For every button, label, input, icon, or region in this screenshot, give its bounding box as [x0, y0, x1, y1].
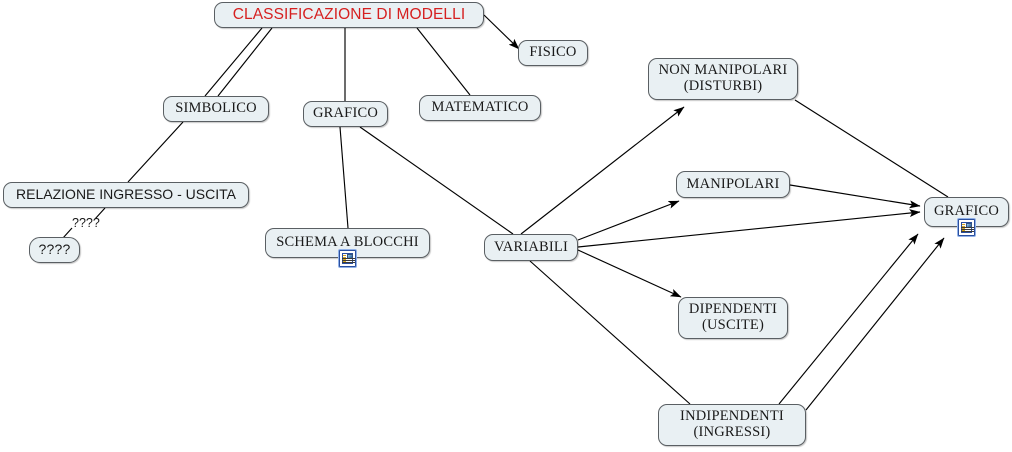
- edge-variabili-indipendenti: [529, 260, 691, 405]
- node-label: INDIPENDENTI: [680, 408, 784, 425]
- edge-variabili-graficoright: [577, 209, 921, 248]
- node-label: ????: [38, 241, 71, 258]
- node-grafico-left[interactable]: GRAFICO: [303, 101, 388, 127]
- node-root[interactable]: CLASSIFICAZIONE DI MODELLI: [214, 2, 484, 28]
- edge-nonmanipolari-graficoright: [794, 99, 949, 198]
- node-label-secondary: (DISTURBI): [683, 78, 763, 94]
- node-fisico[interactable]: FISICO: [518, 40, 588, 66]
- node-non-manipolari[interactable]: NON MANIPOLARI (DISTURBI): [648, 58, 798, 100]
- node-label: MANIPOLARI: [686, 175, 780, 192]
- node-dipendenti[interactable]: DIPENDENTI (USCITE): [678, 297, 788, 339]
- edge-root-simbolico-a: [204, 27, 263, 97]
- node-label: NON MANIPOLARI: [658, 62, 788, 79]
- node-label: VARIABILI: [493, 238, 569, 255]
- edge-root-simbolico-b: [217, 27, 273, 97]
- edge-manipolari-graficoright: [789, 184, 921, 209]
- edge-variabili-manipolari: [577, 200, 680, 241]
- node-label: SIMBOLICO: [175, 100, 257, 117]
- node-manipolari[interactable]: MANIPOLARI: [676, 171, 790, 198]
- node-label: MATEMATICO: [431, 99, 529, 116]
- note-document-icon[interactable]: [958, 219, 975, 236]
- node-label-secondary: (INGRESSI): [693, 424, 771, 440]
- node-label: GRAFICO: [312, 105, 379, 122]
- node-simbolico[interactable]: SIMBOLICO: [163, 96, 269, 122]
- node-label: SCHEMA A BLOCCHI: [276, 234, 419, 251]
- note-icon-text-lines: [961, 227, 974, 233]
- note-icon-text-lines: [342, 258, 355, 264]
- node-unknown[interactable]: ????: [29, 237, 80, 263]
- node-label-secondary: (USCITE): [701, 317, 764, 333]
- node-matematico[interactable]: MATEMATICO: [419, 95, 541, 121]
- node-label: FISICO: [529, 44, 577, 61]
- node-relazione-ingresso-uscita[interactable]: RELAZIONE INGRESSO - USCITA: [3, 182, 249, 208]
- node-label: CLASSIFICAZIONE DI MODELLI: [232, 5, 466, 23]
- edge-variabili-nonmanipolari: [520, 106, 685, 235]
- note-document-icon[interactable]: [339, 250, 356, 267]
- edge-indipendenti-graficoright-b: [805, 237, 945, 411]
- node-label: GRAFICO: [933, 203, 1000, 220]
- edge-label-unknown: ????: [72, 216, 100, 230]
- node-indipendenti[interactable]: INDIPENDENTI (INGRESSI): [658, 404, 806, 446]
- edge-simbolico-relazione: [127, 121, 184, 183]
- node-label: RELAZIONE INGRESSO - USCITA: [16, 186, 236, 203]
- edge-root-fisico: [483, 14, 520, 50]
- node-label: DIPENDENTI: [688, 301, 778, 318]
- edge-grafico-variabili: [359, 126, 514, 235]
- node-variabili[interactable]: VARIABILI: [484, 234, 578, 261]
- edge-grafico-schema: [339, 126, 349, 229]
- edge-variabili-dipendenti: [577, 249, 682, 298]
- edge-indipendenti-graficoright-a: [778, 233, 919, 405]
- edge-root-matematico: [416, 27, 471, 96]
